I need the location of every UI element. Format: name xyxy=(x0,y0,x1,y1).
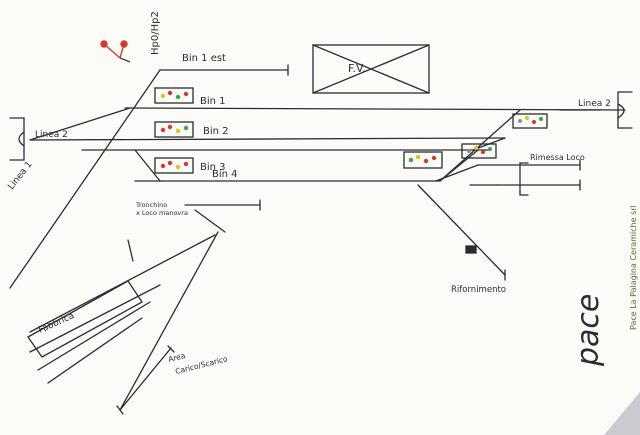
signal-lamps xyxy=(160,90,543,170)
label-linea2-left: Linea 2 xyxy=(35,130,68,140)
track-bin1-to-linea xyxy=(439,109,521,182)
signal-lamp xyxy=(481,150,485,154)
buffer-stop xyxy=(116,405,124,415)
signal-lamp xyxy=(167,90,173,96)
tunnel-portal-right xyxy=(617,91,633,129)
signal-lamp xyxy=(167,160,173,166)
signal-box-bin2 xyxy=(154,121,194,138)
label-bin2: Bin 2 xyxy=(203,126,229,137)
tunnel-portal-right-arc xyxy=(617,103,625,119)
signal-lamp xyxy=(423,158,429,164)
label-signature: pace xyxy=(571,294,606,367)
buffer-stop xyxy=(167,345,175,353)
fv-building xyxy=(312,44,430,94)
signal-lamp xyxy=(183,161,189,167)
track-yard-spur xyxy=(194,209,226,233)
signal-lamp xyxy=(525,116,529,120)
signal-lamp xyxy=(160,127,166,133)
signal-box-right-3 xyxy=(403,151,443,169)
signal-lamp xyxy=(474,146,478,150)
label-hp-signals: Hp0/Hp2 xyxy=(150,11,161,55)
signal-box-right-2 xyxy=(461,143,497,159)
signal-lamp xyxy=(415,154,421,160)
track-rifornimento xyxy=(417,184,506,276)
signal-lamp xyxy=(167,124,173,130)
signal-lamp xyxy=(160,93,166,99)
signal-lamp xyxy=(175,94,181,100)
signal-lamp xyxy=(175,128,181,134)
locomotive-icon xyxy=(465,245,477,254)
track-fabbrica-2 xyxy=(37,301,151,371)
label-bin3: Bin 3 xyxy=(200,162,226,173)
fabbrica-building xyxy=(27,280,143,358)
signal-lamp xyxy=(160,163,166,169)
signal-lamp xyxy=(408,157,414,163)
signal-box-bin1 xyxy=(154,87,194,104)
track-bin4-lower-left xyxy=(134,149,161,182)
label-fv: F.V. xyxy=(348,62,366,75)
signal-lamp xyxy=(183,125,189,131)
label-rifornimento: Rifornimento xyxy=(451,285,506,295)
track-main-long-left xyxy=(29,107,131,141)
track-rimessa-lead xyxy=(439,149,479,182)
label-area-1: Area xyxy=(167,351,186,364)
track-yard-main xyxy=(119,231,219,411)
hp-signal-post xyxy=(119,57,131,63)
label-rimessa: Rimessa Loco xyxy=(530,153,585,162)
track-carico-scarico xyxy=(119,347,172,411)
label-tronchino-1: Tronchino xyxy=(135,201,167,209)
label-bin1: Bin 1 xyxy=(200,96,226,107)
track-to-rimessa xyxy=(435,164,479,182)
signal-lamp xyxy=(539,117,543,121)
signal-lamp xyxy=(175,164,181,170)
rimessa-bracket xyxy=(519,162,529,196)
hp-signals xyxy=(100,40,128,59)
label-tronchino-2: x Loco manovra xyxy=(136,209,188,217)
signal-box-right-1 xyxy=(512,113,548,129)
tunnel-portal-left-arc xyxy=(18,131,25,147)
signal-lamp xyxy=(183,91,189,97)
track-fabbrica-3 xyxy=(47,317,143,384)
track-linea1 xyxy=(9,69,161,289)
signal-box-bin3 xyxy=(154,157,194,174)
track-fabbrica-short xyxy=(127,239,134,262)
label-bin4: Bin 4 xyxy=(212,169,238,180)
label-linea2-right: Linea 2 xyxy=(578,99,611,109)
tunnel-portal-left xyxy=(9,117,25,161)
label-bin1-est: Bin 1 est xyxy=(182,53,226,64)
signal-lamp xyxy=(532,120,536,124)
signal-lamp xyxy=(467,149,471,153)
label-company: Pace La Palagina Ceramiche srl xyxy=(629,205,638,330)
signal-lamp xyxy=(518,119,522,123)
signal-lamp xyxy=(488,147,492,151)
track-bin2 xyxy=(29,137,506,141)
signal-lamp xyxy=(431,155,437,161)
track-bin1 xyxy=(124,107,626,111)
